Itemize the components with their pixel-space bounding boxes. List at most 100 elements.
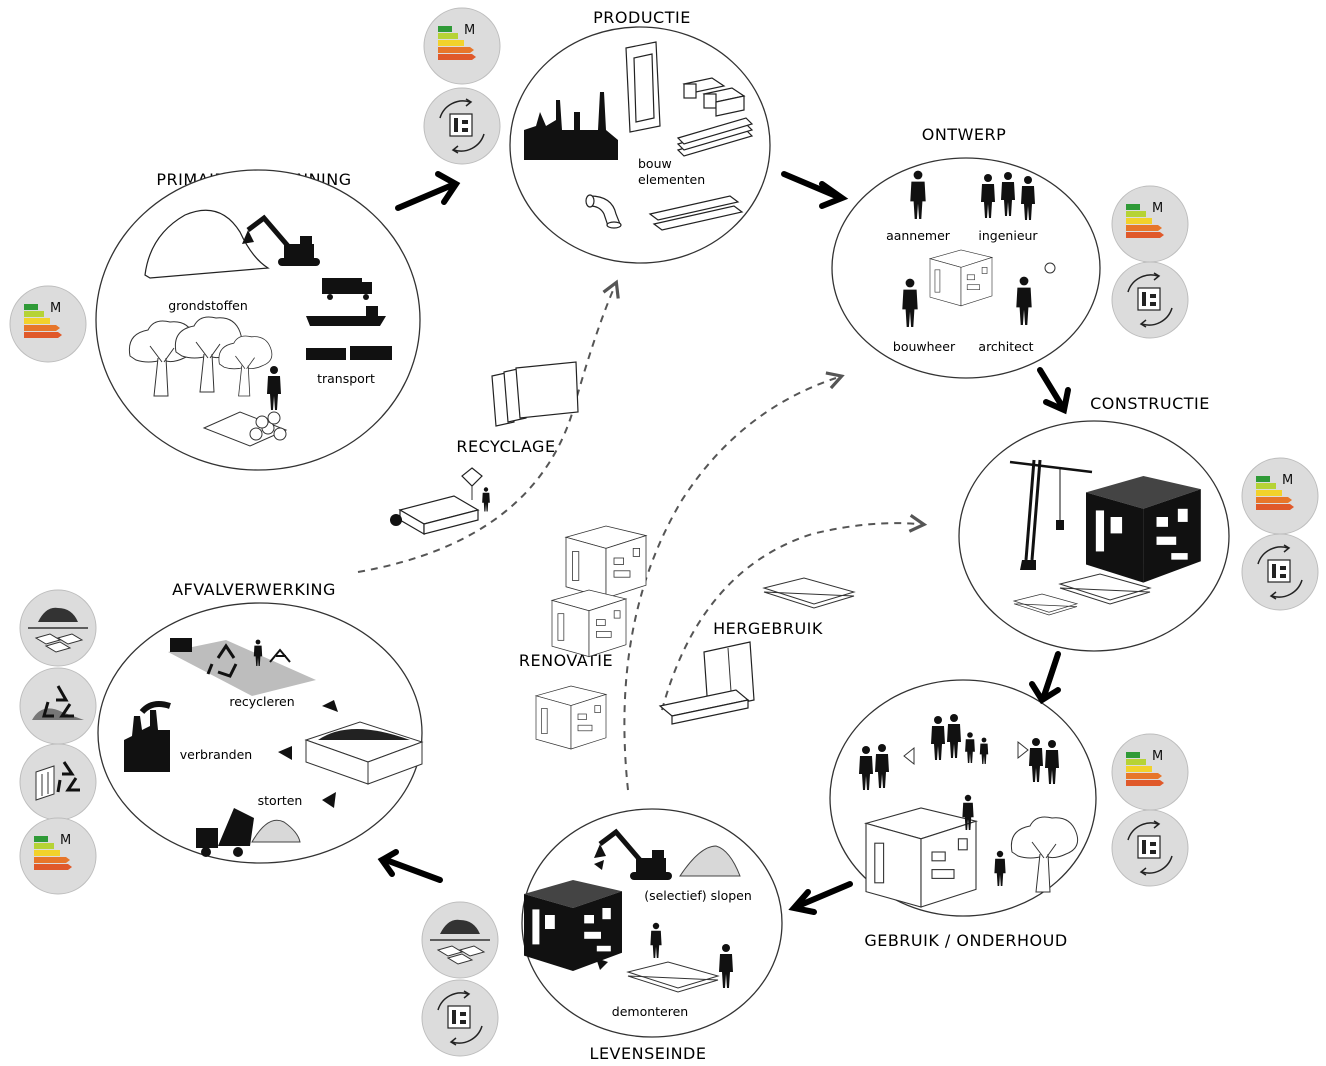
label-recycleren: recycleren xyxy=(229,694,294,709)
arrow-gebruik-to-levenseinde xyxy=(788,881,853,915)
phase-title: CONSTRUCTIE xyxy=(1090,394,1210,413)
phase-title: GEBRUIK / ONDERHOUD xyxy=(864,931,1067,950)
arrow-productie-to-ontwerp xyxy=(781,171,849,209)
material-pile-icon xyxy=(19,589,97,667)
building-cycle-icon xyxy=(1241,533,1319,611)
phase-title: LEVENSEINDE xyxy=(590,1044,707,1063)
blocks-illustration xyxy=(682,77,746,117)
arrow-icon xyxy=(322,792,336,808)
label-storten: storten xyxy=(258,793,303,808)
phase-primaire-ontginning: PRIMAIRE ONTGINNING grondstoffen transpo… xyxy=(95,169,421,471)
building-recycle-icon xyxy=(18,742,98,822)
door-frame-illustration xyxy=(625,41,661,133)
phase-afvalverwerking: AFVALVERWERKING recycleren verbranden st… xyxy=(97,580,424,864)
phase-title: PRODUCTIE xyxy=(593,8,691,27)
phase-title: ONTWERP xyxy=(922,125,1007,144)
renovatie-dashed-arrow xyxy=(623,371,845,791)
loop-title-renovatie: RENOVATIE xyxy=(519,651,613,670)
train-illustration xyxy=(306,346,392,360)
arrow-icon xyxy=(903,746,915,766)
log-pile-illustration xyxy=(202,411,288,447)
energy-label-icon xyxy=(1241,457,1319,535)
arrow-constructie-to-gebruik xyxy=(1029,651,1061,705)
afvalverwerking-badges xyxy=(18,589,98,895)
label-elementen: elementen xyxy=(638,172,705,187)
levenseinde-badges xyxy=(421,901,499,1057)
loop-title-recyclage: RECYCLAGE xyxy=(456,437,555,456)
renovatie-loop: RENOVATIE xyxy=(519,371,845,791)
slabs-illustration xyxy=(676,117,754,157)
truck-illustration xyxy=(322,278,372,300)
label-aannemer: aannemer xyxy=(886,228,951,243)
building-cycle-icon xyxy=(423,87,501,165)
panel-stack-illustration xyxy=(491,361,579,427)
label-bouw: bouw xyxy=(638,156,672,171)
arrow-icon xyxy=(278,746,292,760)
label-architect: architect xyxy=(978,339,1033,354)
house-demolition-illustration xyxy=(524,880,622,971)
energy-label-icon xyxy=(19,817,97,895)
renovation-stage-illustration xyxy=(551,589,627,657)
arrow-icon xyxy=(594,860,604,870)
building-cycle-icon xyxy=(1111,261,1189,339)
recycle-icon xyxy=(18,666,98,746)
house-maintenance-illustration xyxy=(865,807,977,908)
steel-beam-illustration xyxy=(648,195,744,231)
reused-panels-illustration xyxy=(763,577,855,609)
label-verbranden: verbranden xyxy=(180,747,252,762)
phase-levenseinde: LEVENSEINDE (selectief) slopen demontere… xyxy=(521,808,783,1063)
label-transport: transport xyxy=(317,371,375,386)
constructie-badges xyxy=(1241,457,1319,611)
renovation-stage-illustration xyxy=(565,525,647,599)
phase-title: AFVALVERWERKING xyxy=(172,580,336,599)
gravel-pile-illustration xyxy=(144,209,270,279)
recycle-icon xyxy=(206,643,238,678)
label-demonteren: demonteren xyxy=(612,1004,688,1019)
arrow-icon xyxy=(1017,740,1029,760)
energy-label-icon xyxy=(1111,185,1189,263)
label-selectief-slopen: (selectief) slopen xyxy=(644,888,752,903)
arrow-ontginning-to-productie xyxy=(395,171,461,211)
tower-crane-illustration xyxy=(1009,459,1093,570)
arrow-icon xyxy=(596,958,608,970)
factory-illustration xyxy=(524,92,618,160)
energy-label-icon xyxy=(1111,733,1189,811)
concrete-mixer-illustration xyxy=(390,467,490,536)
material-pile-icon xyxy=(421,901,499,979)
ship-illustration xyxy=(306,306,386,326)
waste-container-illustration xyxy=(304,721,424,785)
renovation-stage-illustration xyxy=(535,685,607,750)
gebruik-badges xyxy=(1111,733,1189,887)
dump-truck-illustration xyxy=(196,808,301,857)
energy-label-icon xyxy=(9,285,87,363)
hergebruik-loop: HERGEBRUIK xyxy=(658,514,928,725)
label-bouwheer: bouwheer xyxy=(893,339,956,354)
ontginning-badges xyxy=(9,285,87,363)
phase-constructie: CONSTRUCTIE xyxy=(958,394,1230,652)
phase-gebruik-onderhoud: GEBRUIK / ONDERHOUD xyxy=(829,679,1097,950)
sawhorse-illustration xyxy=(269,648,291,663)
phase-circle xyxy=(97,602,423,864)
rubble-pile-illustration xyxy=(679,845,741,877)
pipe-elbow-illustration xyxy=(585,194,622,229)
building-cycle-icon xyxy=(1111,809,1189,887)
design-model-illustration xyxy=(929,249,993,307)
house-under-construction-illustration xyxy=(1086,476,1201,583)
window-frame-illustration xyxy=(658,641,755,725)
ontwerp-badges xyxy=(1111,185,1189,339)
label-grondstoffen: grondstoffen xyxy=(168,298,248,313)
recyclage-loop: RECYCLAGE xyxy=(357,279,620,573)
hergebruik-dashed-arrow xyxy=(661,514,928,711)
loader-illustration xyxy=(170,638,192,652)
arrow-levenseinde-to-afvalverwerking xyxy=(377,849,443,883)
loop-title-hergebruik: HERGEBRUIK xyxy=(713,619,823,638)
arrow-ontwerp-to-constructie xyxy=(1037,367,1071,415)
productie-badges xyxy=(423,7,501,165)
building-cycle-icon xyxy=(421,979,499,1057)
arrow-icon xyxy=(322,700,338,712)
main-cycle-arrows xyxy=(377,171,1071,915)
energy-label-icon xyxy=(423,7,501,85)
label-ingenieur: ingenieur xyxy=(978,228,1038,243)
phase-ontwerp: ONTWERP aannemer ingenieur bouwheer arch… xyxy=(831,125,1101,379)
